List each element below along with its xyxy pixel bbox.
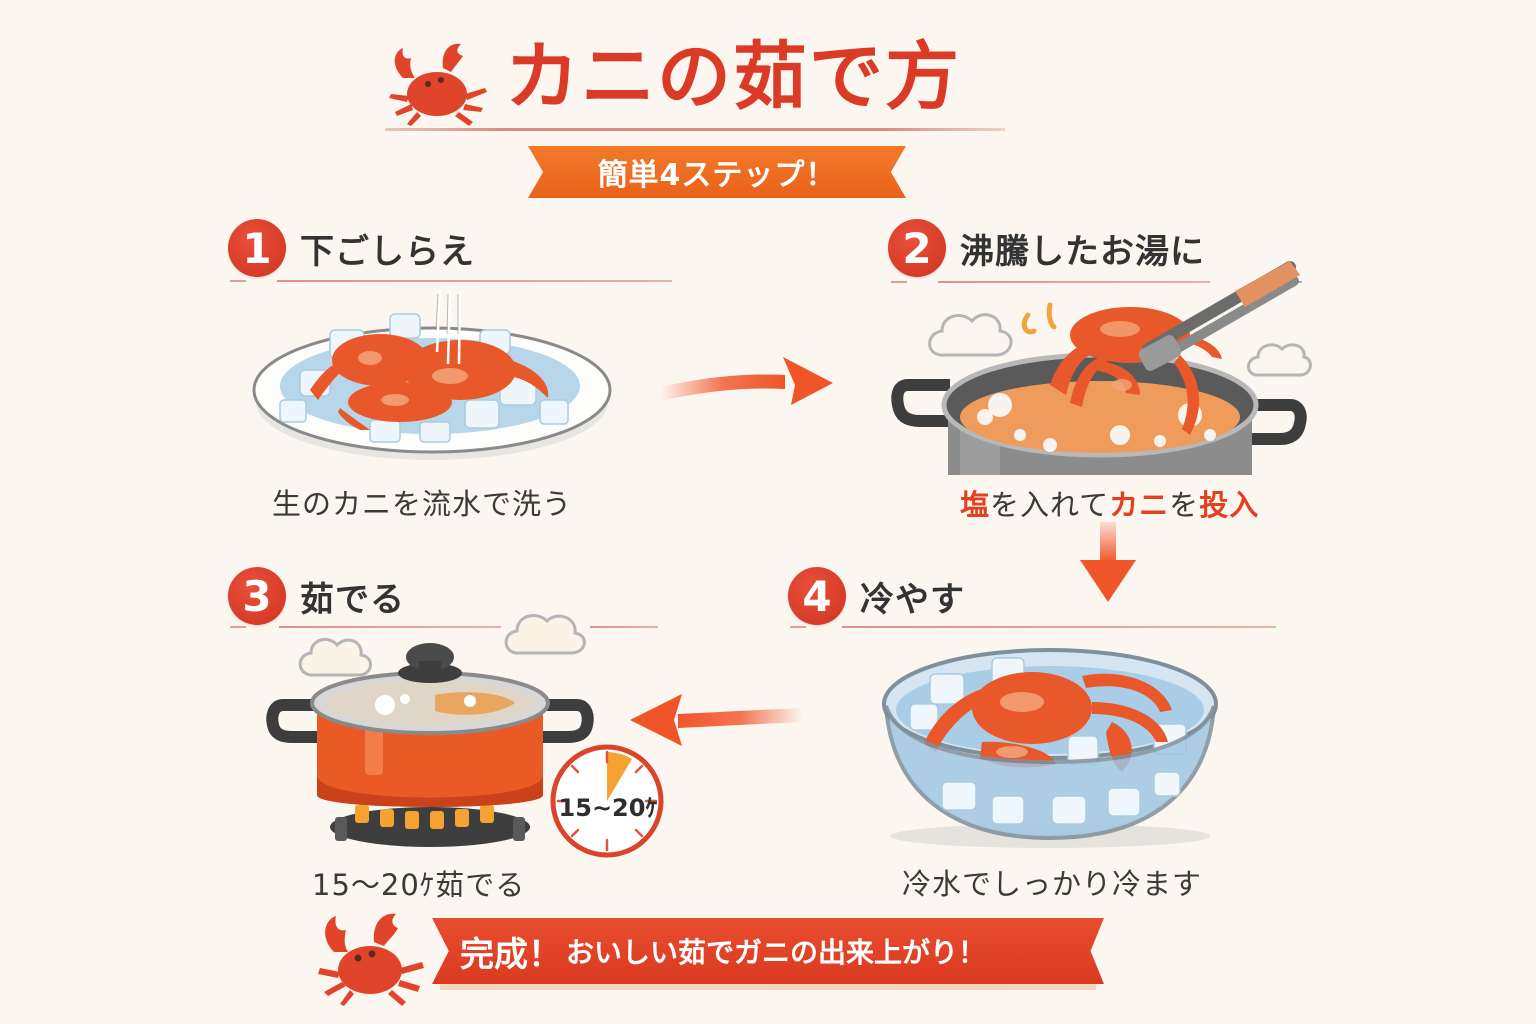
step-4-title: 冷やす (860, 579, 965, 620)
footer-complete-text: 完成！ (460, 934, 562, 975)
step-1-caption: 生のカニを流水で洗う (272, 487, 573, 521)
caption-text-1: を入れて (990, 488, 1110, 522)
footer-banner-shadow (440, 984, 1096, 990)
step-4-illustration-ice-bowl (872, 632, 1228, 850)
timer-label: 15~20ｹ (558, 794, 658, 822)
page-title: カニの茹で方 (505, 34, 961, 120)
caption-crab: カニ (1109, 488, 1170, 522)
footer-message-text: おいしい茹でガニの出来上がり！ (566, 936, 987, 969)
step-3-divider-stub (230, 626, 246, 628)
footer-crab-icon (314, 906, 430, 1010)
caption-salt: 塩 (960, 488, 991, 522)
timer-clock-icon (548, 742, 666, 860)
step-1-title: 下ごしらえ (300, 231, 475, 272)
step-3-caption: 15〜20ｹ茹でる (312, 868, 526, 902)
step-1-divider (277, 280, 672, 282)
step-4-divider (842, 626, 1276, 628)
step-1-illustration-plate-crab (250, 289, 620, 470)
step-4-number-badge: 4 (788, 567, 846, 625)
step-1-divider-stub (230, 280, 246, 282)
step-4-divider-stub (790, 626, 806, 628)
step-3-number-badge: 3 (228, 567, 286, 625)
title-crab-icon (385, 38, 495, 128)
caption-text-2: を (1169, 488, 1200, 522)
step-3-heading: 3 茹でる (228, 567, 405, 625)
step-3-divider-right (590, 626, 658, 628)
step-3-divider (279, 626, 501, 628)
step-2-divider (938, 281, 1210, 283)
flow-arrow-left-icon (628, 692, 808, 748)
caption-put-in: 投入 (1199, 488, 1260, 522)
step-4-caption: 冷水でしっかり冷ます (902, 867, 1203, 901)
flow-arrow-right-icon (655, 355, 835, 410)
step-1-number-badge: 1 (228, 219, 286, 277)
step-2-heading: 2 沸騰したお湯に (888, 219, 1205, 277)
step-3-illustration-pot-on-stove (265, 605, 595, 847)
step-4-heading: 4 冷やす (788, 567, 965, 625)
step-2-number-badge: 2 (888, 219, 946, 277)
step-2-divider-stub (891, 281, 907, 283)
subtitle-text: 簡単4ステップ！ (597, 158, 837, 193)
step-2-title: 沸騰したお湯に (960, 231, 1205, 272)
step-2-caption: 塩を入れてカニを投入 (960, 482, 1259, 524)
step-3-title: 茹でる (300, 579, 405, 620)
step-1-heading: 1 下ごしらえ (228, 219, 475, 277)
subtitle-ribbon: 簡単4ステップ！ (528, 146, 906, 198)
footer-banner: 完成！ おいしい茹でガニの出来上がり！ (432, 918, 1104, 984)
step-2-illustration-boiling-pot (890, 245, 1312, 480)
flow-arrow-down-icon (1078, 522, 1138, 604)
title-divider (385, 128, 1005, 131)
